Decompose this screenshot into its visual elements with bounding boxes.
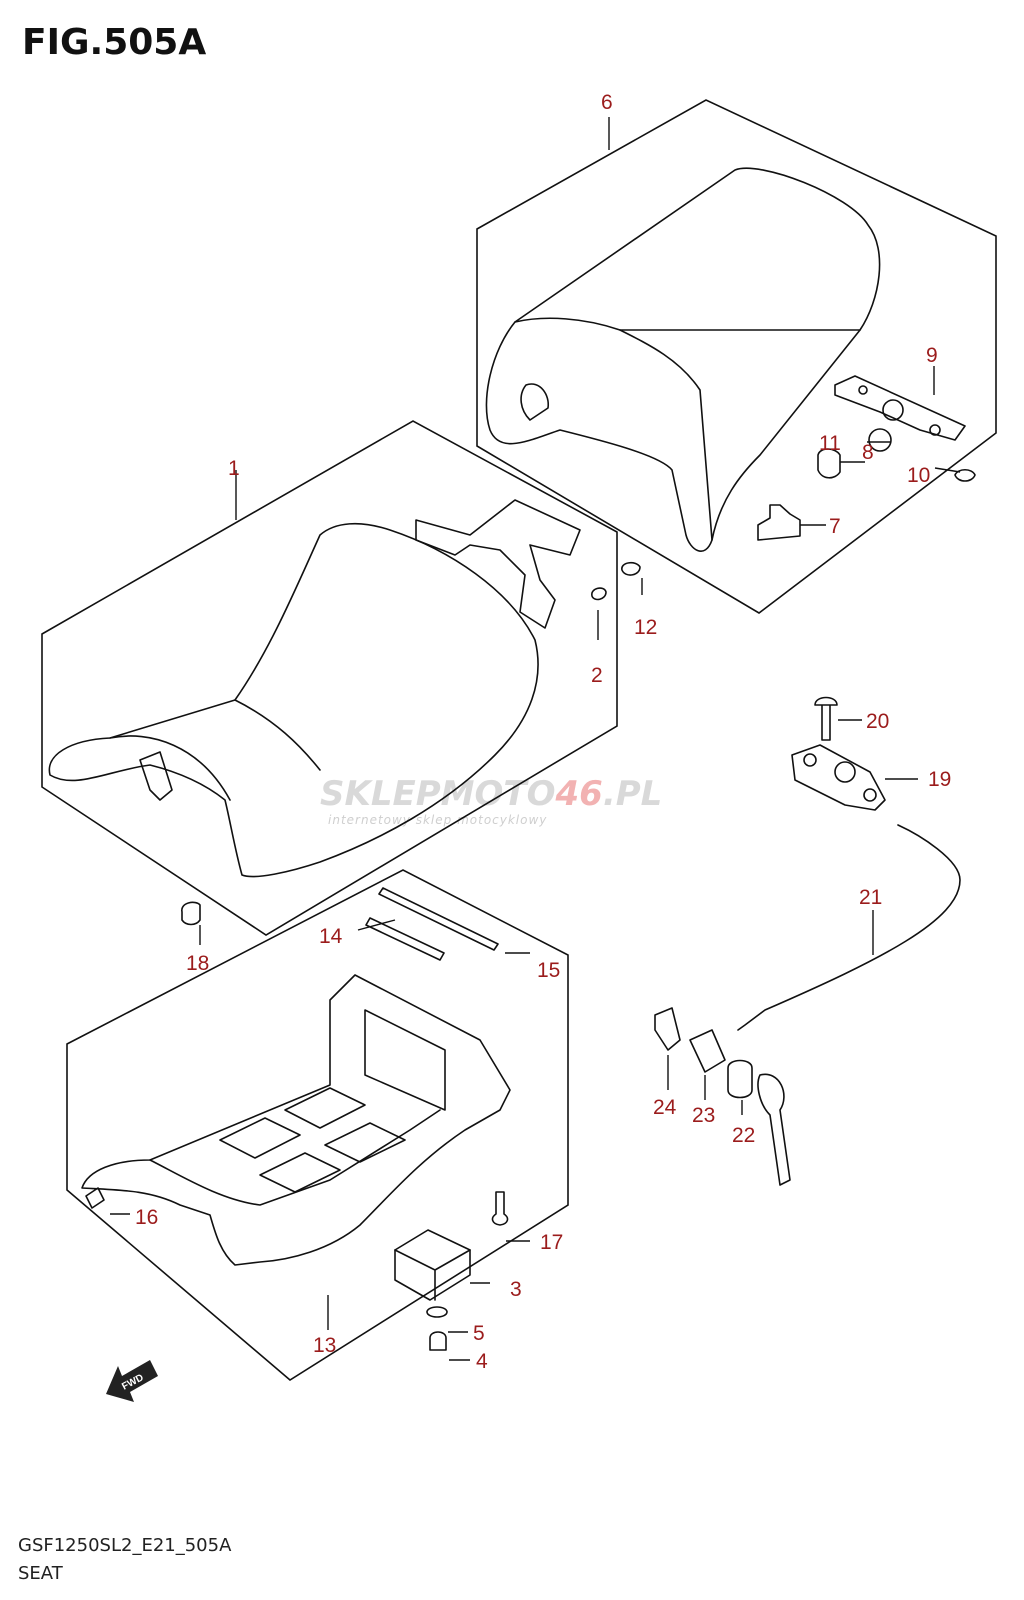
callout-10: 10 xyxy=(907,464,930,487)
watermark-part-1: SKLEP xyxy=(320,774,441,814)
seat-hook xyxy=(757,504,801,541)
callout-22: 22 xyxy=(732,1124,755,1147)
screw-20 xyxy=(814,696,838,741)
callout-23: 23 xyxy=(692,1104,715,1127)
callout-4: 4 xyxy=(476,1350,488,1373)
callout-14: 14 xyxy=(319,925,343,948)
callout-1: 1 xyxy=(228,457,240,480)
seat-tray xyxy=(81,974,511,1266)
callout-19: 19 xyxy=(928,768,951,791)
lock-keys xyxy=(757,1073,791,1186)
callout-18: 18 xyxy=(186,952,209,975)
seat-bumper-rubber xyxy=(868,428,892,452)
lock-clip xyxy=(654,1007,681,1051)
leader-lines xyxy=(110,117,961,1361)
callout-7: 7 xyxy=(829,515,841,538)
shop-watermark: SKLEPMOTO46.PL internetowy sklep motocyk… xyxy=(320,774,662,827)
figure-model-code: GSF1250SL2_E21_505A xyxy=(18,1535,232,1556)
seat-cushion xyxy=(817,448,841,479)
seat-nut xyxy=(954,468,976,482)
front-seat-hook-plate xyxy=(139,751,173,801)
collar xyxy=(591,587,607,601)
front-seat-frame xyxy=(41,420,618,936)
callout-12: 12 xyxy=(634,616,657,639)
cushion-strip-15 xyxy=(378,887,499,951)
callout-9: 9 xyxy=(926,344,938,367)
rear-seat xyxy=(485,167,881,552)
seat-nut-12 xyxy=(621,561,641,576)
figure-name: SEAT xyxy=(18,1563,63,1584)
callout-8: 8 xyxy=(862,441,874,464)
callout-13: 13 xyxy=(313,1334,336,1357)
forward-direction-arrow: FWD xyxy=(106,1360,158,1402)
lock-cylinder xyxy=(727,1059,753,1099)
callout-6: 6 xyxy=(601,91,613,114)
callout-11: 11 xyxy=(819,432,841,455)
callout-5: 5 xyxy=(473,1322,485,1345)
bolt-17 xyxy=(491,1191,509,1226)
watermark-part-4: .PL xyxy=(603,774,663,814)
svg-text:SKLEPMOTO46.PL: SKLEPMOTO46.PL xyxy=(320,774,662,814)
callout-16: 16 xyxy=(135,1206,158,1229)
watermark-part-2: MOTO xyxy=(441,774,556,814)
callout-3: 3 xyxy=(510,1278,522,1301)
callout-2: 2 xyxy=(591,664,603,687)
control-module xyxy=(394,1229,471,1301)
front-seat xyxy=(48,522,539,878)
figure-title: FIG.505A xyxy=(22,22,207,63)
lock-retainer xyxy=(689,1029,726,1073)
seat-hinge-plate xyxy=(834,375,966,441)
rear-seat-frame xyxy=(476,99,997,614)
watermark-tagline: internetowy sklep motocyklowy xyxy=(328,813,547,827)
callout-21: 21 xyxy=(859,886,882,909)
seat-lock-cable xyxy=(737,824,961,1031)
callout-17: 17 xyxy=(540,1231,563,1254)
watermark-part-3: 46 xyxy=(555,774,603,814)
bolt-18 xyxy=(181,901,201,926)
callout-15: 15 xyxy=(537,959,560,982)
callout-20: 20 xyxy=(866,710,889,733)
cushion-strip-14 xyxy=(365,917,445,961)
seat-tray-frame xyxy=(66,869,569,1381)
callout-24: 24 xyxy=(653,1096,677,1119)
washer xyxy=(426,1306,448,1318)
callout-numbers: 1 2 3 4 5 6 7 8 9 10 11 12 13 14 15 16 1… xyxy=(135,91,951,1373)
seat-bracket xyxy=(415,499,581,629)
screw xyxy=(429,1331,447,1351)
seat-lock-plate xyxy=(791,744,886,811)
clip-16 xyxy=(85,1187,105,1209)
